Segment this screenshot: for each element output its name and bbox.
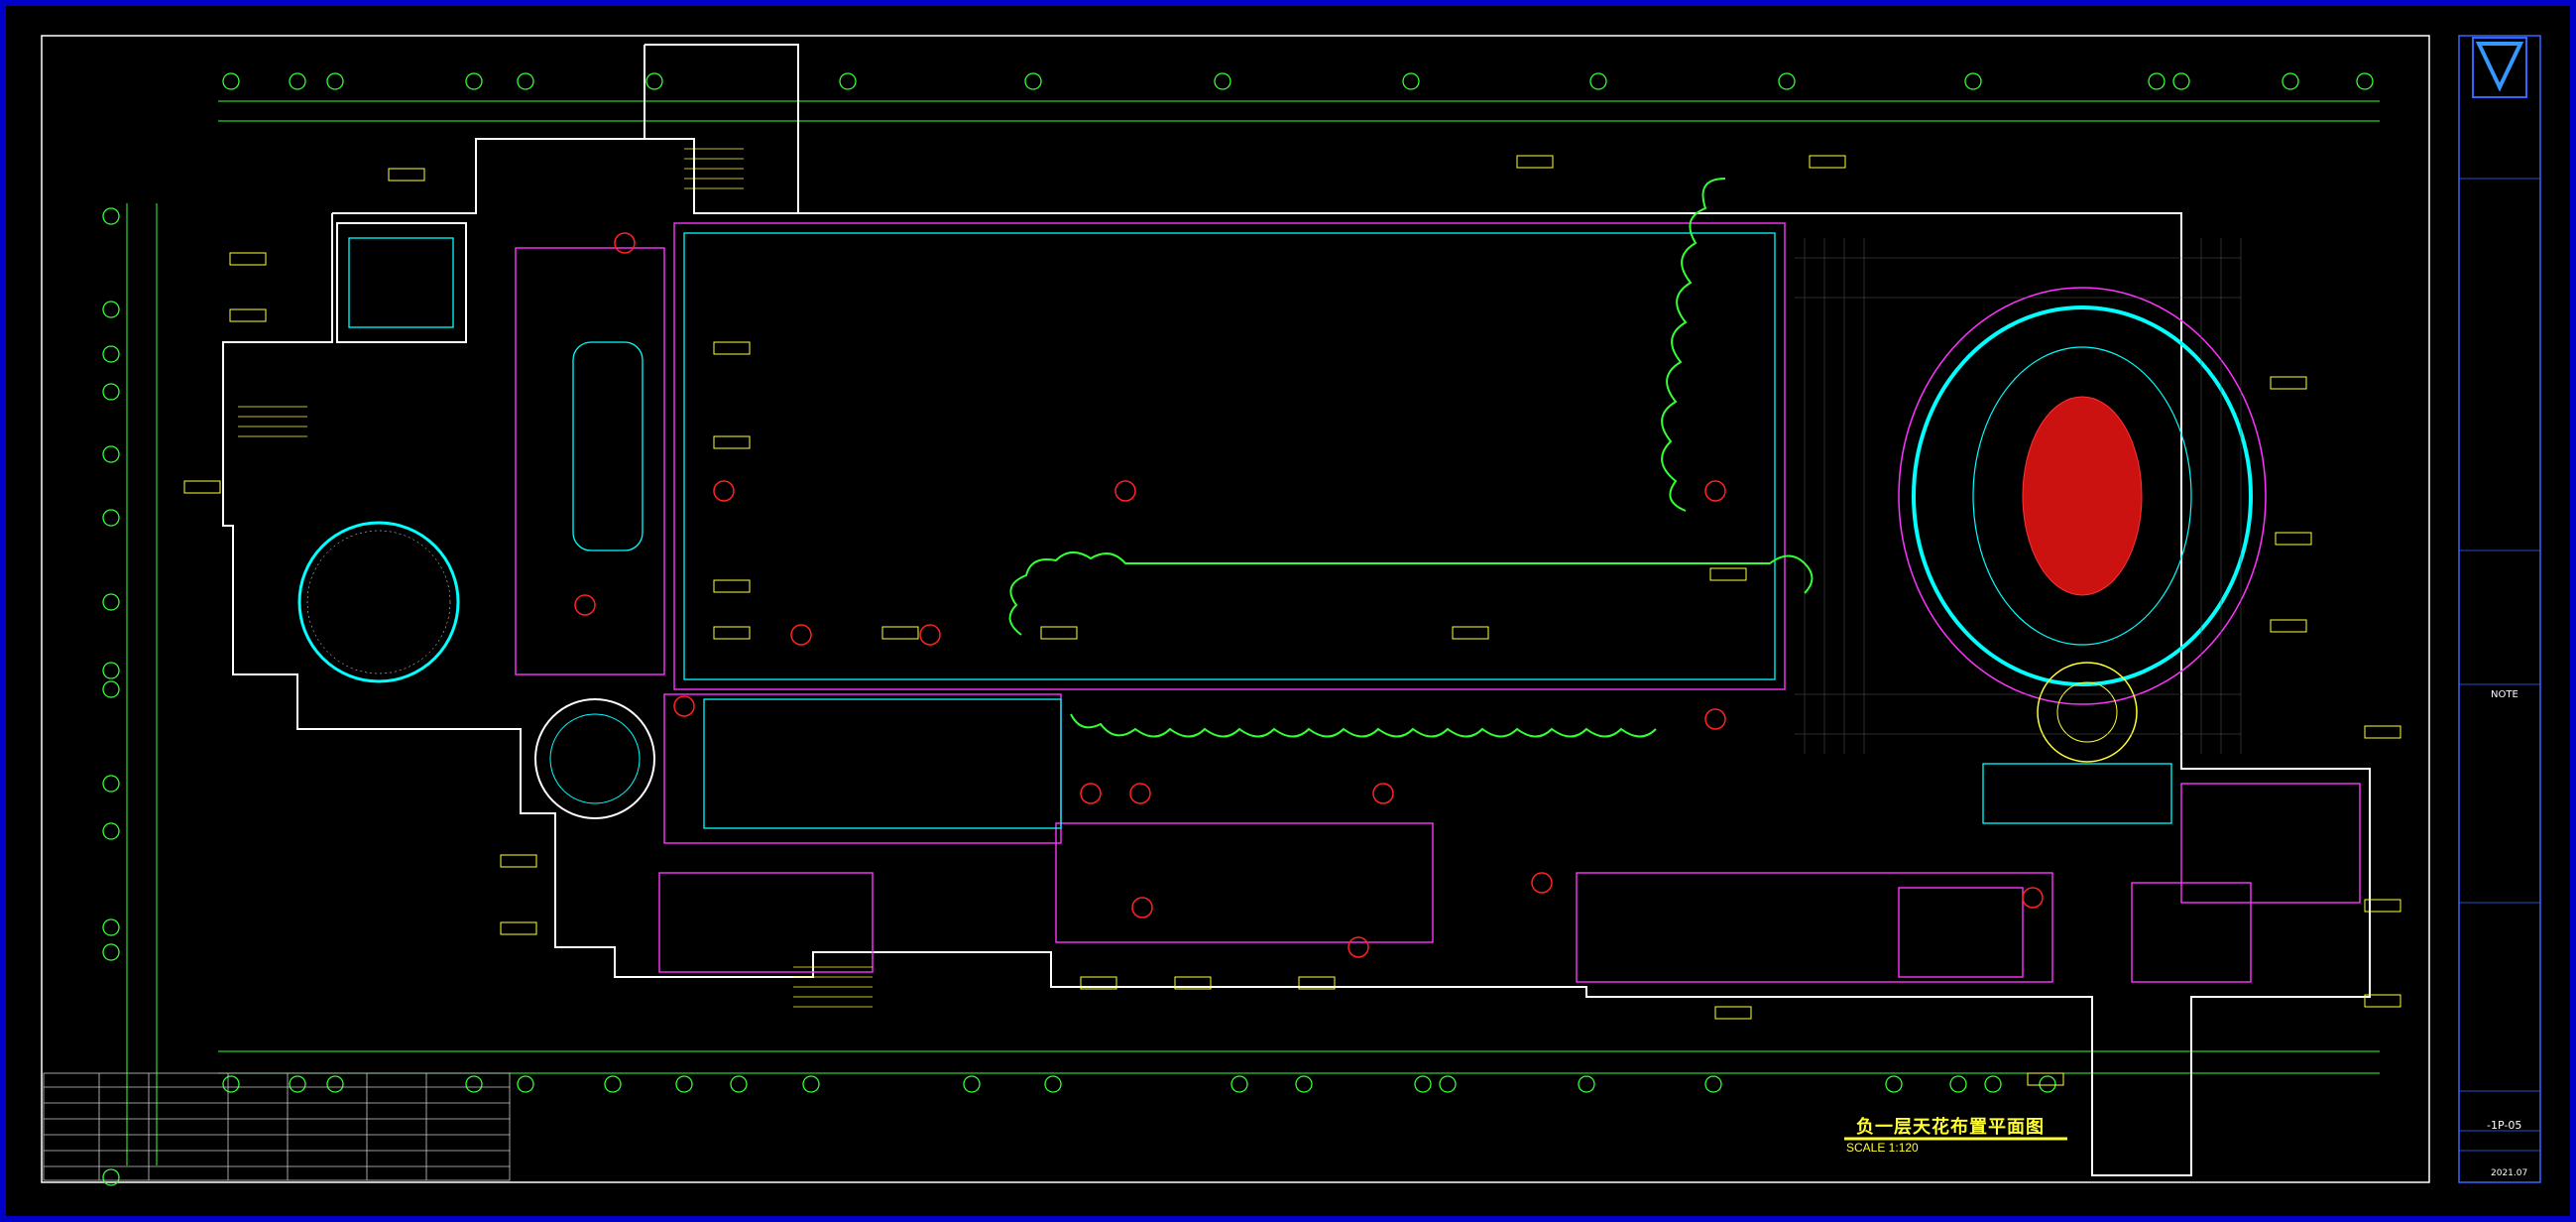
exterior-walls: [222, 44, 2371, 1176]
drawing-title: 负一层天花布置平面图: [1856, 1117, 2045, 1137]
partition-lines: [515, 222, 2361, 983]
grid-bubbles-top: [222, 72, 2374, 90]
drawing-sheet: [6, 6, 2570, 1216]
grid-bubbles-left: [102, 207, 120, 1186]
paving-hatch: [1795, 238, 2242, 754]
title-block-border: [2458, 35, 2541, 1183]
logo-icon: [2472, 37, 2527, 98]
grid-bubbles-bottom: [222, 1075, 2056, 1093]
cloud-trees: [1008, 178, 1814, 738]
note-heading: NOTE: [2491, 689, 2518, 700]
drawing-scale: SCALE 1:120: [1846, 1141, 1919, 1155]
stairs: [238, 148, 873, 1008]
round-rooms: [297, 287, 2267, 819]
drawing-date: 2021.07: [2491, 1168, 2528, 1178]
ceiling-lines: [348, 232, 2172, 829]
drawing-border: [41, 35, 2430, 1183]
legend-table: [43, 1072, 511, 1181]
label-tags: [183, 155, 2401, 1086]
dimension-lines: [126, 100, 2380, 1165]
title-block-rows: [2459, 178, 2540, 1152]
drawing-number: -1P-05: [2487, 1119, 2522, 1132]
light-markers: [574, 232, 2044, 958]
